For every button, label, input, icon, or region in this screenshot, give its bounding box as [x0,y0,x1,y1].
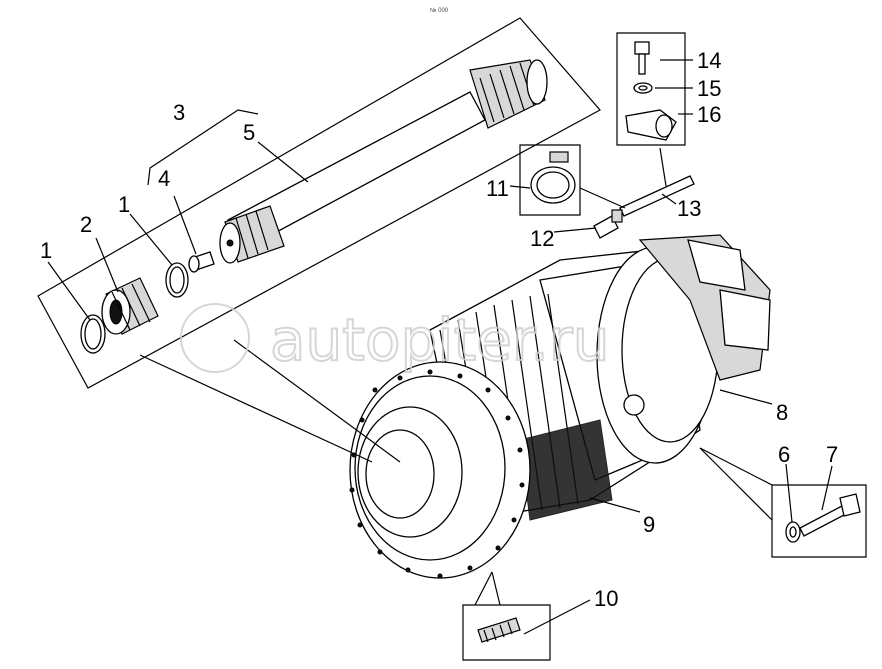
clip-16 [625,109,677,141]
washer-6 [785,521,801,543]
callout-12: 12 [530,226,554,251]
sun-gear [101,277,159,335]
callout-4: 4 [158,166,170,191]
hose-clamp-11 [530,151,576,204]
callout-10: 10 [594,586,618,611]
leader-lines [47,59,833,635]
wheel-hub-assembly [349,234,771,579]
clamp-group-panel [616,32,686,146]
callout-15: 15 [697,76,721,101]
shaft-group-panel [37,17,601,389]
callout-8: 8 [776,400,788,425]
o-ring-upper [165,262,189,298]
top-mark: № 000 [430,7,449,14]
stud-10 [477,617,521,643]
callout-14: 14 [697,48,721,73]
callout-1a: 1 [40,238,52,263]
o-ring-lower [80,314,106,354]
callout-2: 2 [80,212,92,237]
watermark: autopiter.ru [180,303,610,375]
bolt-7 [799,493,861,537]
washer-15 [633,82,653,94]
svg-text:autopiter.ru: autopiter.ru [270,306,609,374]
axle-shaft [219,59,548,264]
bolt-group-panel [771,484,867,558]
callout-5: 5 [243,120,255,145]
callout-3: 3 [173,100,185,125]
callout-7: 7 [826,442,838,467]
bolt-14 [634,41,650,75]
hose-clamp-panel [519,144,581,216]
group-bracket [147,109,259,186]
thrust-pin [188,251,215,273]
fitting-12 [593,209,623,239]
stud-group-panel [462,604,551,661]
callout-13: 13 [677,196,701,221]
callout-6: 6 [778,442,790,467]
tube-13 [619,147,695,217]
callout-9: 9 [643,512,655,537]
callout-16: 16 [697,102,721,127]
callout-11: 11 [486,176,509,201]
callout-1b: 1 [118,192,130,217]
